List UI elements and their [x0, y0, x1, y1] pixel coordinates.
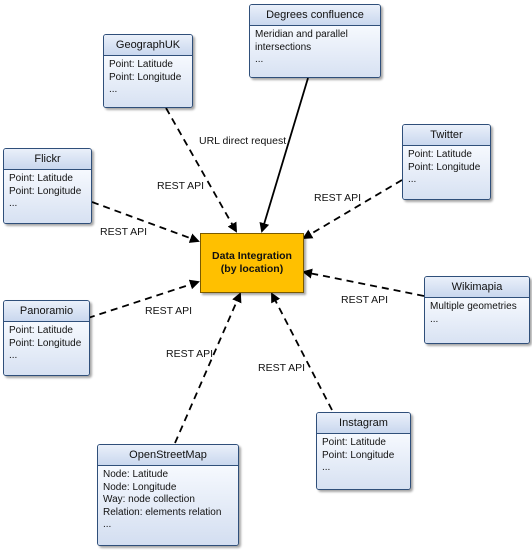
- osm-line: Node: Longitude: [103, 481, 177, 493]
- edge-degrees: [259, 77, 309, 233]
- data-integration-node: Data Integration (by location): [200, 233, 304, 293]
- twitter-line: Point: Longitude: [408, 161, 481, 173]
- edge-label-flickr-upper: REST API: [157, 180, 205, 192]
- degrees-line: intersections: [255, 41, 312, 53]
- degrees-confluence-title: Degrees confluence: [250, 5, 380, 26]
- twitter-title: Twitter: [403, 125, 490, 146]
- wikimapia-line: Multiple geometries: [430, 301, 517, 312]
- edge-label-flickr-lower: REST API: [100, 226, 148, 238]
- flickr-line: Point: Latitude: [9, 173, 73, 184]
- wikimapia-line: ...: [430, 313, 439, 325]
- openstreetmap-body: Node: Latitude Node: Longitude Way: node…: [98, 466, 238, 545]
- edge-label-wikimapia: REST API: [341, 294, 389, 306]
- twitter-body: Point: Latitude Point: Longitude ...: [403, 146, 490, 199]
- edge-osm: [174, 292, 242, 444]
- edge-flickr: [91, 201, 200, 243]
- instagram-title: Instagram: [317, 413, 410, 434]
- flickr-title: Flickr: [4, 149, 91, 170]
- openstreetmap-box: OpenStreetMap Node: Latitude Node: Longi…: [97, 444, 239, 546]
- flickr-line: Point: Longitude: [9, 185, 82, 197]
- flickr-box: Flickr Point: Latitude Point: Longitude …: [3, 148, 92, 224]
- twitter-line: ...: [408, 174, 417, 186]
- panoramio-line: Point: Longitude: [9, 337, 82, 349]
- wikimapia-body: Multiple geometries ...: [425, 298, 529, 343]
- wikimapia-box: Wikimapia Multiple geometries ...: [424, 276, 530, 344]
- edge-label-instagram: REST API: [258, 362, 306, 374]
- flickr-body: Point: Latitude Point: Longitude ...: [4, 170, 91, 223]
- panoramio-body: Point: Latitude Point: Longitude ...: [4, 322, 89, 375]
- edge-label-twitter: REST API: [314, 192, 362, 204]
- wikimapia-title: Wikimapia: [425, 277, 529, 298]
- instagram-body: Point: Latitude Point: Longitude ...: [317, 434, 410, 489]
- panoramio-box: Panoramio Point: Latitude Point: Longitu…: [3, 300, 90, 376]
- twitter-line: Point: Latitude: [408, 149, 472, 160]
- instagram-line: ...: [322, 462, 331, 474]
- edge-label-geograph: URL direct request: [199, 135, 287, 147]
- flickr-line: ...: [9, 198, 18, 210]
- geographuk-line: Point: Latitude: [109, 59, 173, 70]
- osm-line: ...: [103, 519, 112, 531]
- geographuk-line: Point: Longitude: [109, 71, 182, 83]
- degrees-confluence-box: Degrees confluence Meridian and parallel…: [249, 4, 381, 78]
- panoramio-line: Point: Latitude: [9, 325, 73, 336]
- geographuk-box: GeographUK Point: Latitude Point: Longit…: [103, 34, 193, 108]
- geographuk-body: Point: Latitude Point: Longitude ...: [104, 56, 192, 107]
- osm-line: Way: node collection: [103, 494, 195, 506]
- degrees-line: ...: [255, 54, 264, 66]
- edge-geograph: [165, 107, 237, 233]
- panoramio-line: ...: [9, 350, 18, 362]
- geographuk-title: GeographUK: [104, 35, 192, 56]
- edge-label-panoramio: REST API: [145, 305, 193, 317]
- center-line-1: Data Integration: [212, 250, 292, 262]
- instagram-line: Point: Latitude: [322, 437, 386, 448]
- edge-panoramio: [87, 279, 200, 319]
- instagram-line: Point: Longitude: [322, 449, 395, 461]
- edge-wikimapia: [302, 268, 425, 297]
- openstreetmap-title: OpenStreetMap: [98, 445, 238, 466]
- degrees-line: Meridian and parallel: [255, 29, 348, 40]
- edge-instagram: [271, 292, 333, 411]
- panoramio-title: Panoramio: [4, 301, 89, 322]
- instagram-box: Instagram Point: Latitude Point: Longitu…: [316, 412, 411, 490]
- osm-line: Node: Latitude: [103, 469, 169, 480]
- center-line-2: (by location): [220, 263, 284, 275]
- twitter-box: Twitter Point: Latitude Point: Longitude…: [402, 124, 491, 200]
- edge-label-osm: REST API: [166, 348, 214, 360]
- degrees-confluence-body: Meridian and parallel intersections ...: [250, 26, 380, 77]
- edge-twitter: [302, 179, 403, 240]
- osm-line: Relation: elements relation: [103, 506, 222, 518]
- geographuk-line: ...: [109, 84, 118, 96]
